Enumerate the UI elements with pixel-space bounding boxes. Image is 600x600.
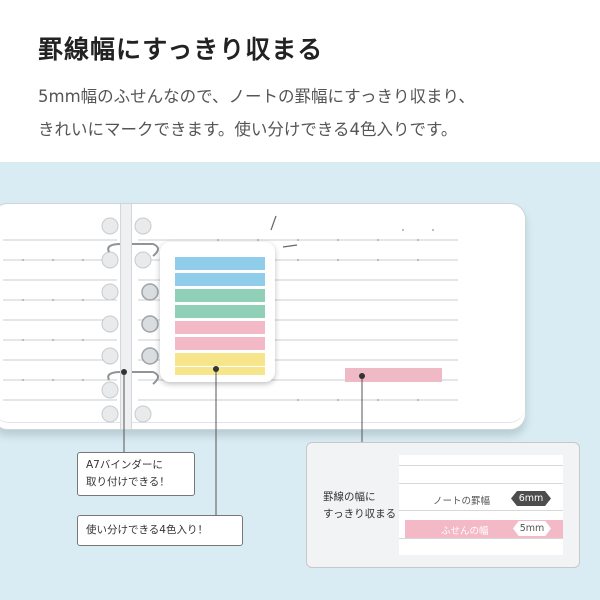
binder-callout-line-2: 取り付けできる！ xyxy=(86,476,170,488)
mini-rule xyxy=(399,483,563,484)
colors-callout: 使い分けできる4色入り！ xyxy=(77,515,243,546)
detail-label-line-2: すっきり収まる xyxy=(323,508,397,520)
headline: 罫線幅にすっきり収まる xyxy=(38,35,324,64)
detail-label-line-1: 罫線の幅に xyxy=(323,491,376,503)
mini-rule xyxy=(399,465,563,466)
mini-ruled-sheet: ノートの罫幅 6mm ふせんの幅 5mm xyxy=(399,455,563,555)
description: 5mm幅のふせんなので、ノートの罫幅にすっきり収まり、 きれいにマークできます。… xyxy=(38,80,578,146)
mini-rule xyxy=(399,538,563,539)
binder-page-edge xyxy=(0,204,525,423)
description-line-1: 5mm幅のふせんなので、ノートの罫幅にすっきり収まり、 xyxy=(38,87,475,106)
placed-pink-sticky xyxy=(345,368,442,382)
colors-callout-text: 使い分けできる4色入り！ xyxy=(86,524,208,536)
green-sticky xyxy=(175,289,265,302)
blue-sticky xyxy=(175,257,265,270)
binder-gutter xyxy=(120,204,132,429)
detail-label: 罫線の幅に すっきり収まる xyxy=(323,489,396,523)
binder-ring-marker xyxy=(121,369,127,375)
placed-sticky-marker xyxy=(359,373,365,379)
sticky-note-stack xyxy=(160,242,275,382)
sticky-label: ふせんの幅 xyxy=(441,526,489,537)
notebook-rule-label: ノートの罫幅 xyxy=(433,496,491,507)
pink-sticky xyxy=(175,321,265,334)
binder-callout-line-1: A7バインダーに xyxy=(86,459,163,471)
notebook-rule-value: 6mm xyxy=(511,491,551,506)
mini-rule xyxy=(399,510,563,511)
description-line-2: きれいにマークできます。使い分けできる4色入りです。 xyxy=(38,120,458,139)
pink-sticky xyxy=(175,337,265,350)
yellow-sticky xyxy=(175,353,265,366)
blue-sticky xyxy=(175,273,265,286)
yellow-sticky xyxy=(175,367,265,375)
sticky-value: 5mm xyxy=(513,521,551,536)
binder-callout: A7バインダーに 取り付けできる！ xyxy=(77,452,195,496)
sticky-stack-marker xyxy=(213,366,219,372)
green-sticky xyxy=(175,305,265,318)
width-detail-box: 罫線の幅に すっきり収まる ノートの罫幅 6mm ふせんの幅 5mm xyxy=(306,442,580,568)
